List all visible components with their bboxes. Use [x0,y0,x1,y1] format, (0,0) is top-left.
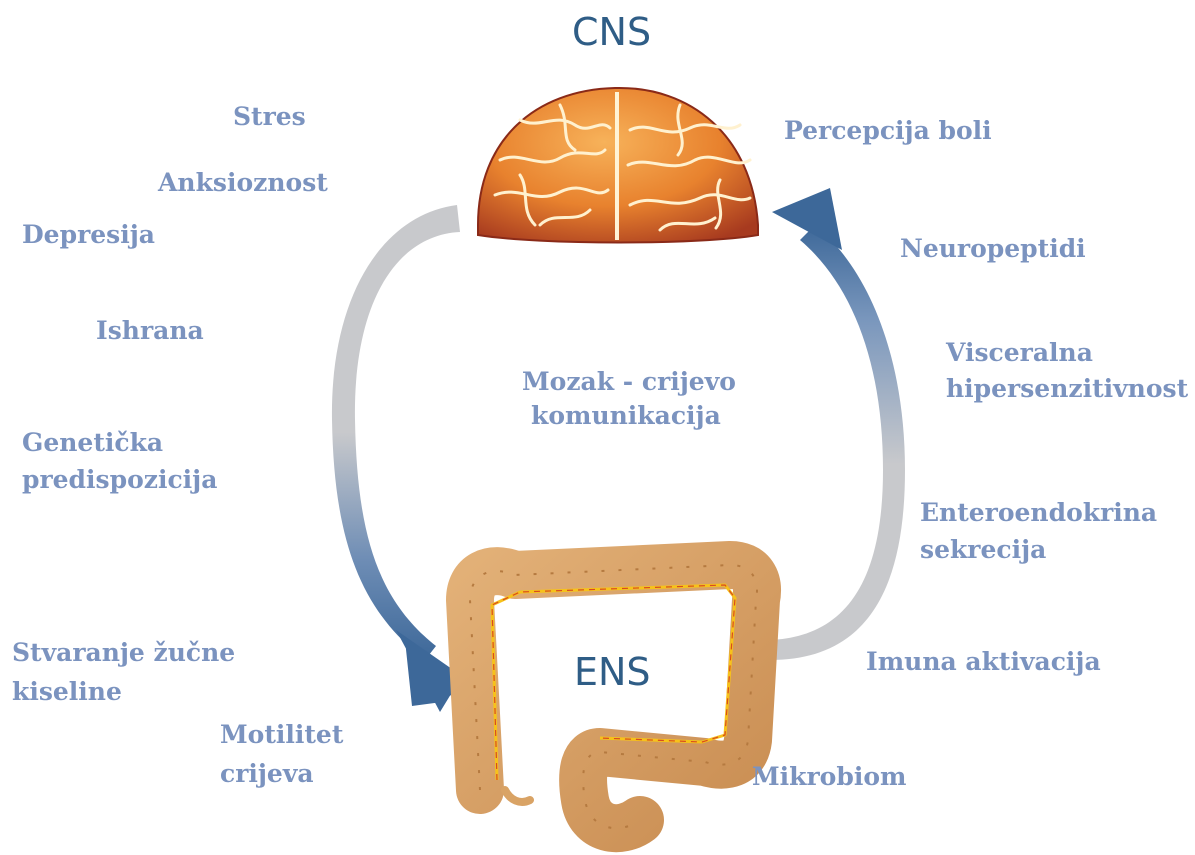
factor-zucne-line2: kiseline [12,675,122,708]
factor-depresija: Depresija [22,218,155,251]
factor-geneticka-line1: Genetička [22,426,163,459]
center-label-line1: Mozak - crijevo [522,365,736,398]
intestine-illustration [470,565,757,828]
brain-illustration [478,88,758,243]
factor-zucne-line1: Stvaranje žučne [12,636,235,669]
factor-geneticka-line2: predispozicija [22,463,217,496]
cns-label: CNS [572,12,651,52]
factor-motilitet-line2: crijeva [220,757,314,790]
center-label-line2: komunikacija [531,399,721,432]
factor-motilitet-line1: Motilitet [220,718,343,751]
factor-percepcija-boli: Percepcija boli [784,114,992,147]
factor-visceralna-line2: hipersenzitivnost [946,372,1188,405]
factor-mikrobiom: Mikrobiom [752,760,906,793]
factor-imuna-aktivacija: Imuna aktivacija [866,645,1101,678]
factor-enteroendokrina-line1: Enteroendokrina [920,496,1157,529]
ens-label: ENS [574,652,651,692]
factor-neuropeptidi: Neuropeptidi [900,232,1086,265]
right-arrow-body [770,225,905,660]
factor-stres: Stres [233,100,306,133]
left-arrow-body [332,205,460,660]
factor-ishrana: Ishrana [96,314,204,347]
factor-enteroendokrina-line2: sekrecija [920,533,1046,566]
factor-anksioznost: Anksioznost [158,166,328,199]
factor-visceralna-line1: Visceralna [946,336,1093,369]
